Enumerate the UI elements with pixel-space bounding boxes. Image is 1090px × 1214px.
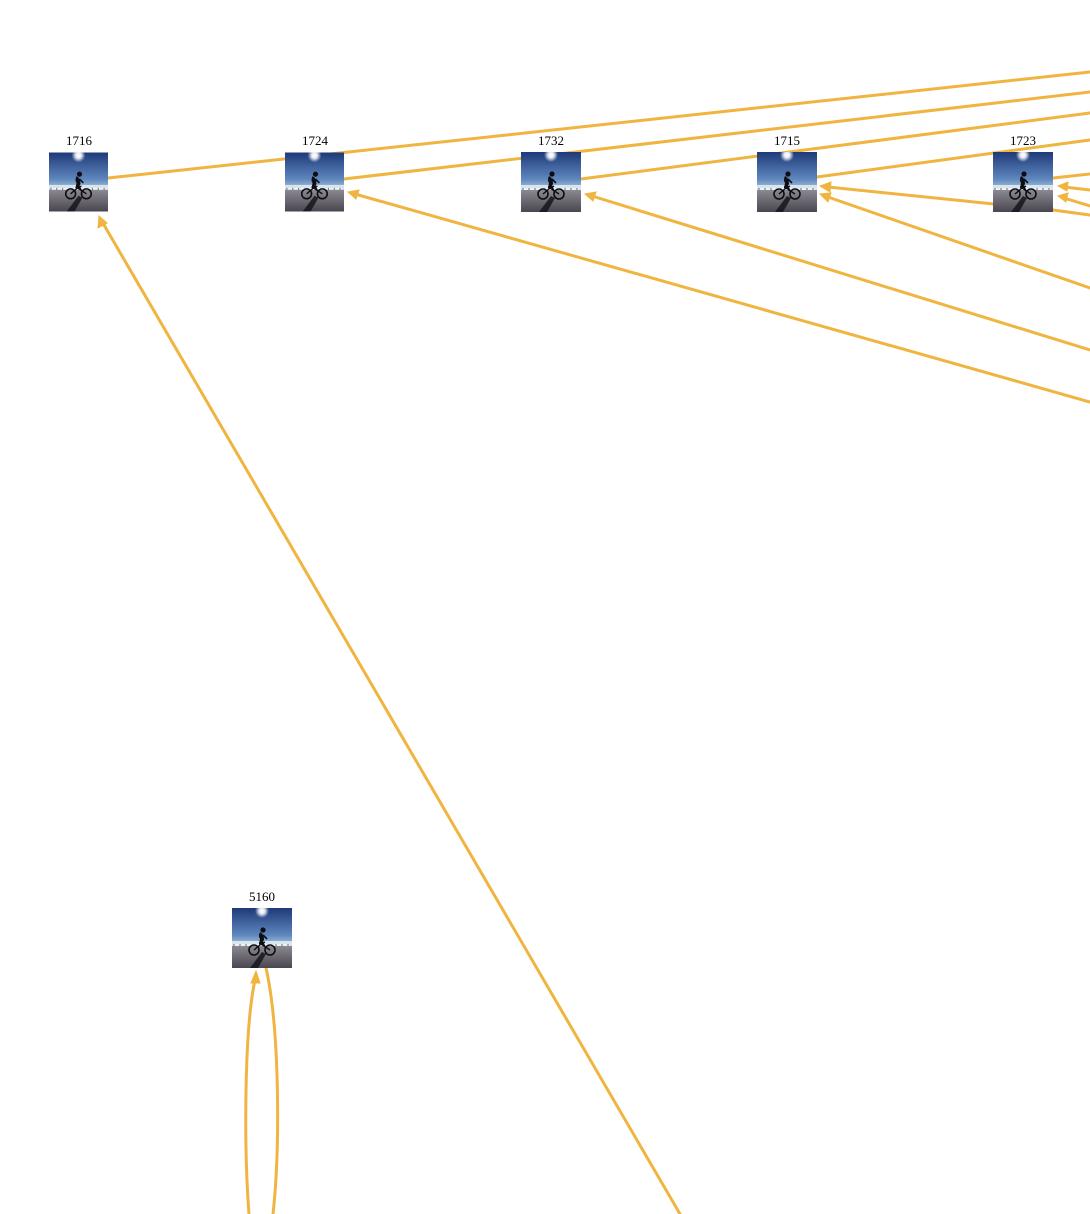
edge-1723-to-offscreen-bottom [1051, 208, 1090, 217]
edge-offscreen-to-1715 [826, 195, 1090, 290]
graph-node-5160[interactable]: 5160 [232, 889, 292, 968]
arrowhead-1732 [583, 191, 597, 202]
node-image-cyclist-thumbnail[interactable] [993, 148, 1053, 212]
arrowhead-1715-b [818, 192, 832, 203]
arrowhead-1716 [97, 214, 108, 229]
edge-offscreen-to-1732 [590, 194, 1090, 352]
arrowhead-1715-a [818, 181, 832, 193]
nodes-layer: 1716 1724 1732 1715 1723 5160 [49, 133, 1053, 968]
edge-offscreen-to-5160 [244, 978, 257, 1214]
edge-1723-to-offscreen-top [1051, 172, 1090, 180]
edge-1724-to-offscreen [342, 90, 1090, 181]
graph-node-1724[interactable]: 1724 [285, 133, 344, 212]
node-image-cyclist-thumbnail[interactable] [49, 149, 108, 212]
node-label: 1724 [302, 133, 329, 148]
node-image-cyclist-thumbnail[interactable] [285, 149, 344, 212]
node-label: 1715 [774, 133, 800, 148]
edge-offscreen-to-1723-b [1062, 196, 1090, 208]
edge-1716-to-offscreen [106, 70, 1090, 180]
node-image-cyclist-thumbnail[interactable] [757, 148, 817, 212]
graph-node-1715[interactable]: 1715 [757, 133, 817, 212]
graph-node-1716[interactable]: 1716 [49, 133, 108, 212]
arrowhead-1724 [346, 189, 360, 200]
edge-offscreen-to-1724 [353, 192, 1090, 404]
node-label: 1723 [1010, 133, 1036, 148]
arrowhead-1723-b [1056, 192, 1069, 203]
graph-node-1723[interactable]: 1723 [993, 133, 1053, 212]
arrowhead-1723-a [1056, 181, 1069, 192]
arrowhead-5160 [250, 969, 261, 984]
edge-1723-to-1715 [826, 185, 996, 206]
node-label: 1732 [538, 133, 564, 148]
edge-offscreen-to-1716 [102, 223, 682, 1214]
node-image-cyclist-thumbnail[interactable] [232, 904, 292, 968]
edge-1715-to-offscreen [815, 138, 1090, 179]
node-label: 1716 [66, 133, 93, 148]
graph-node-1732[interactable]: 1732 [521, 133, 581, 212]
node-label: 5160 [249, 889, 275, 904]
edge-offscreen-to-1723-a [1062, 185, 1090, 192]
edge-1732-to-offscreen [579, 111, 1090, 181]
edges-layer [97, 70, 1090, 1214]
node-image-cyclist-thumbnail[interactable] [521, 148, 581, 212]
edge-5160-to-offscreen [264, 966, 280, 1214]
